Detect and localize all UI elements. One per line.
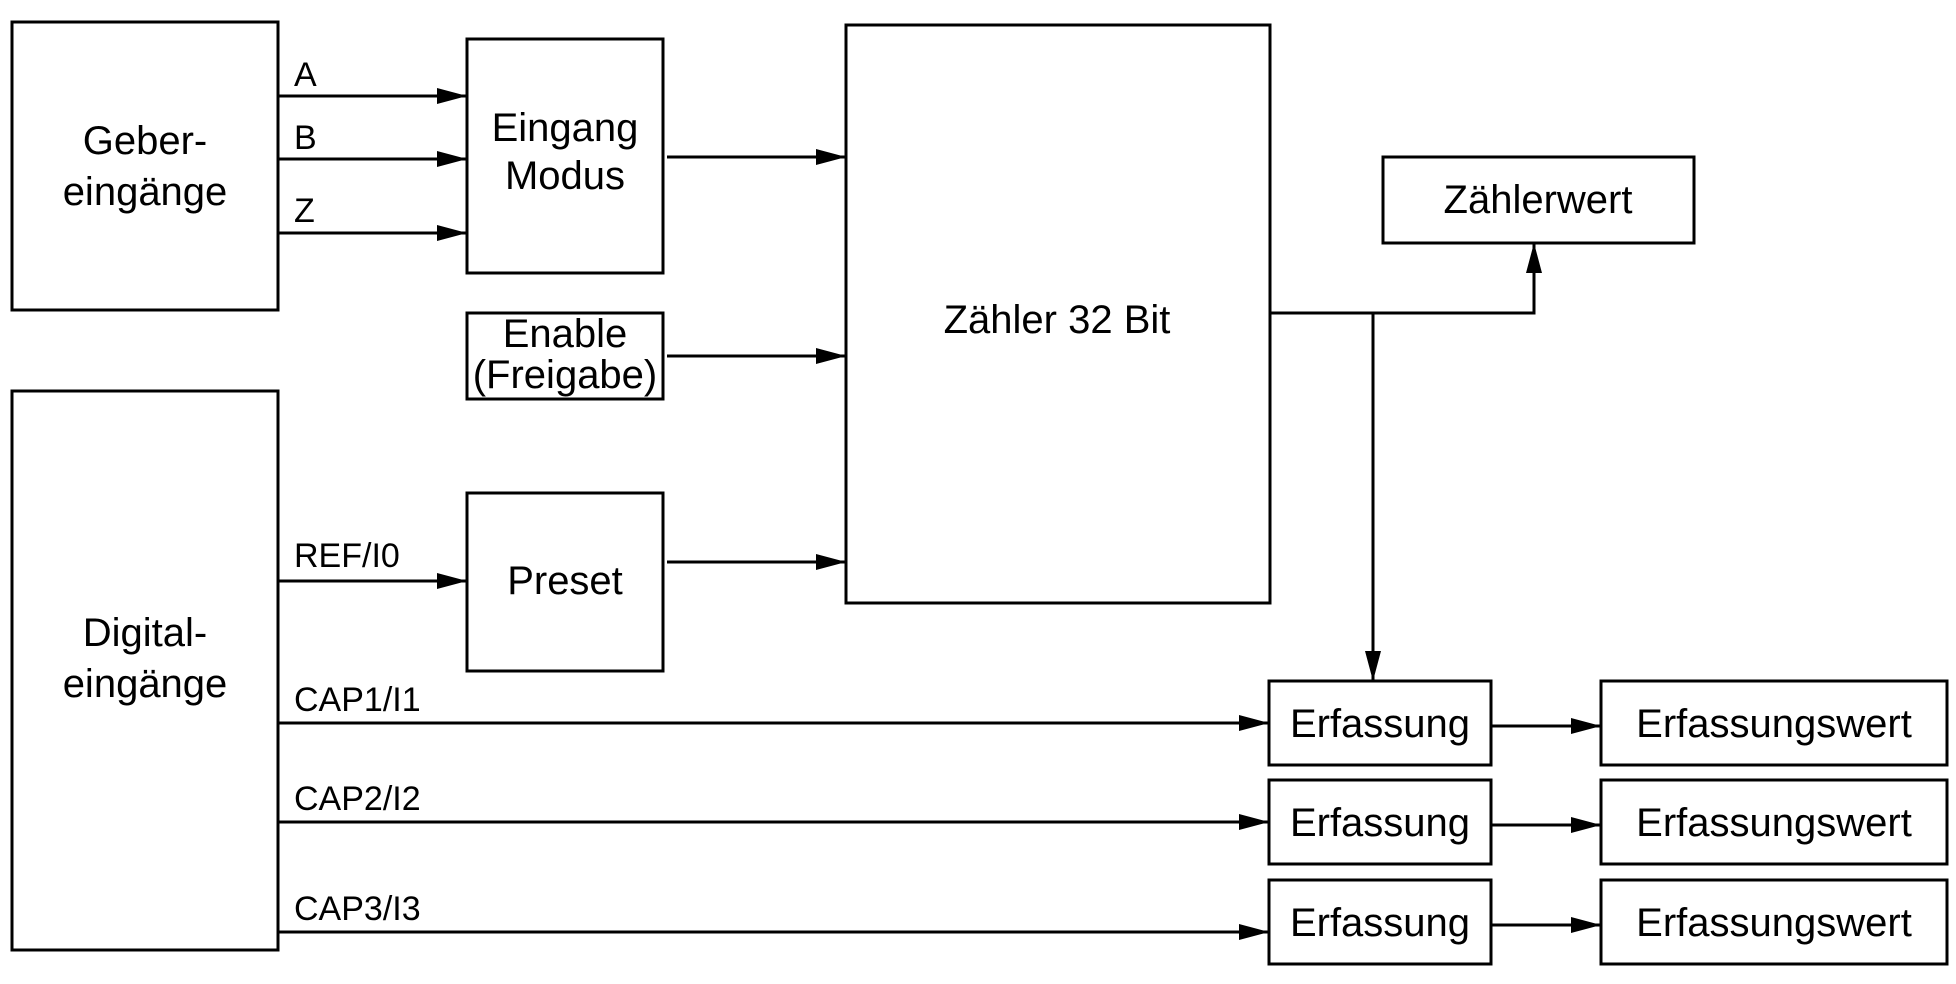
capture-label-2: Erfassung (1290, 801, 1470, 845)
signal-ref: REF/I0 (278, 537, 467, 589)
input-mode-block: Eingang Modus (465, 37, 665, 275)
counter-value-label: Zählerwert (1444, 178, 1633, 222)
geber-label-line-1: Geber- (83, 119, 208, 163)
arrow-counter-to-value (1270, 243, 1542, 315)
capture-value-label-3: Erfassungswert (1636, 901, 1912, 945)
signal-ref-label: REF/I0 (294, 537, 400, 575)
input-mode-label-line-2: Modus (505, 154, 625, 198)
capture-value-block-2: Erfassungswert (1599, 778, 1949, 866)
signal-cap1: CAP1/I1 (278, 681, 1269, 731)
signal-z-label: Z (294, 192, 315, 230)
enable-label-line-2: (Freigabe) (473, 353, 658, 397)
preset-block: Preset (465, 491, 665, 673)
capture-label-1: Erfassung (1290, 702, 1470, 746)
counter-32bit-block: Zähler 32 Bit (844, 23, 1272, 605)
signal-a: A (278, 56, 467, 104)
capture-label-3: Erfassung (1290, 901, 1470, 945)
preset-label: Preset (507, 559, 623, 603)
digital-label-line-1: Digital- (83, 611, 207, 655)
capture-block-3: Erfassung (1267, 878, 1493, 966)
signal-b: B (278, 119, 467, 167)
signal-cap1-label: CAP1/I1 (294, 681, 421, 719)
signal-b-label: B (294, 119, 317, 157)
capture-value-label-2: Erfassungswert (1636, 801, 1912, 845)
digital-inputs-block: Digital- eingänge (10, 389, 280, 952)
capture-value-block-3: Erfassungswert (1599, 878, 1949, 966)
counter-label: Zähler 32 Bit (944, 298, 1171, 342)
enable-label-line-1: Enable (503, 312, 628, 356)
signal-cap3-label: CAP3/I3 (294, 890, 421, 928)
signal-a-label: A (294, 56, 317, 94)
signal-cap3: CAP3/I3 (278, 890, 1269, 940)
signal-cap2: CAP2/I2 (278, 780, 1269, 830)
geber-inputs-block: Geber- eingänge (10, 20, 280, 312)
capture-value-label-1: Erfassungswert (1636, 702, 1912, 746)
capture-value-block-1: Erfassungswert (1599, 679, 1949, 767)
capture-block-2: Erfassung (1267, 778, 1493, 866)
input-mode-label-line-1: Eingang (492, 106, 639, 150)
enable-block: Enable (Freigabe) (465, 311, 665, 401)
counter-value-block: Zählerwert (1381, 155, 1696, 245)
digital-label-line-2: eingänge (63, 662, 228, 706)
geber-label-line-2: eingänge (63, 170, 228, 214)
capture-block-1: Erfassung (1267, 679, 1493, 767)
signal-cap2-label: CAP2/I2 (294, 780, 421, 818)
signal-z: Z (278, 192, 467, 241)
